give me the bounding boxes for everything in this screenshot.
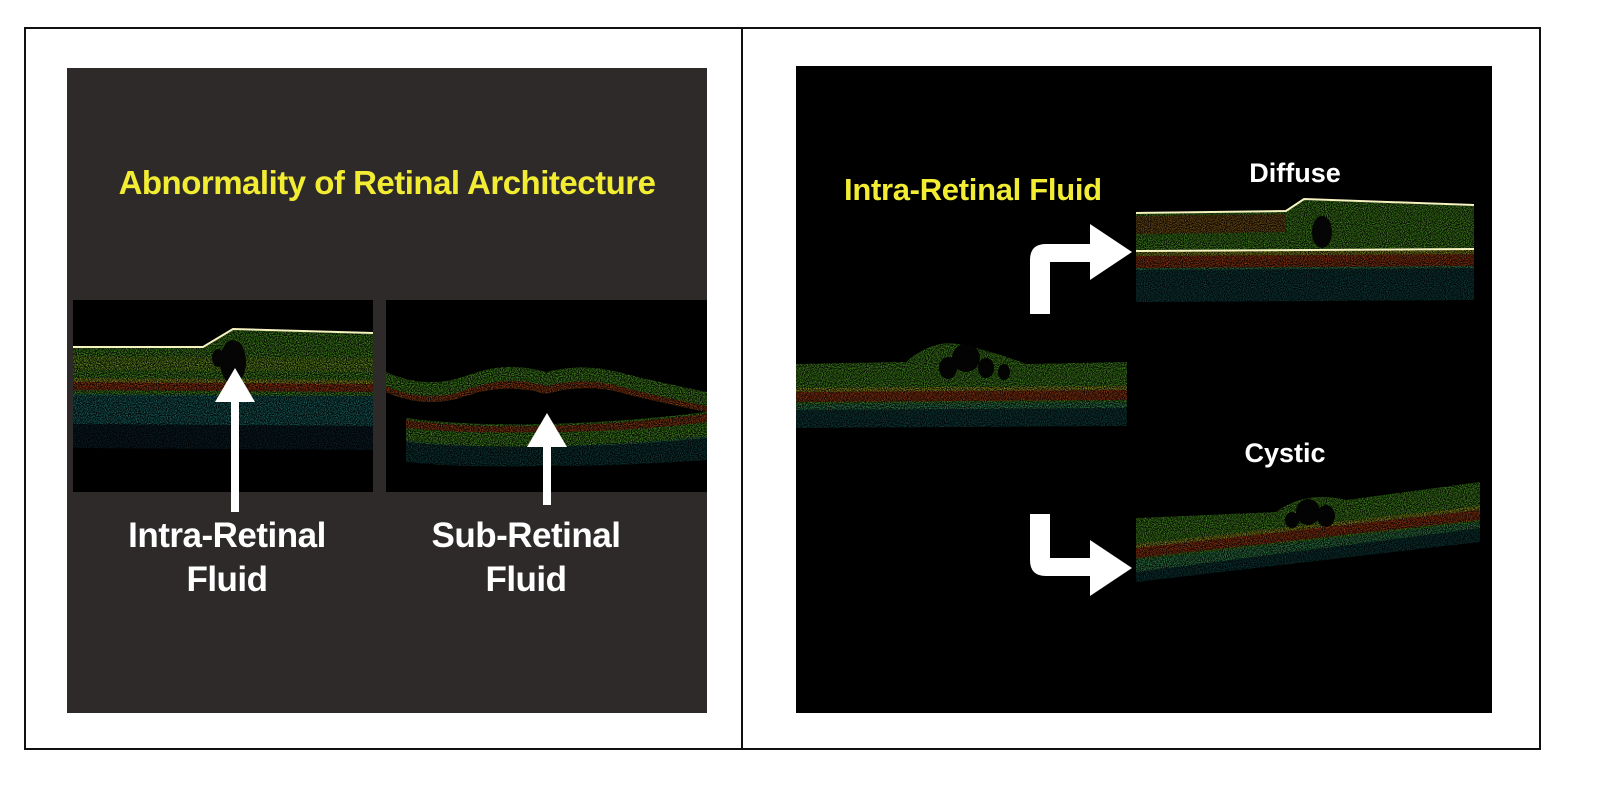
figure-frame bbox=[24, 27, 1541, 750]
label-line: Sub-Retinal bbox=[431, 516, 621, 555]
label-sub-retinal-fluid: Sub-Retinal Fluid bbox=[432, 514, 621, 602]
left-panel-heading: Abnormality of Retinal Architecture bbox=[118, 164, 656, 201]
right-panel-title: Intra-Retinal Fluid bbox=[844, 172, 1102, 207]
up-arrow-icon bbox=[215, 368, 255, 512]
bent-arrow-down-right-icon bbox=[1030, 514, 1132, 596]
left-panel: Abnormality of Retinal Architecture bbox=[67, 68, 707, 713]
subtype-label-diffuse: Diffuse bbox=[1249, 158, 1341, 188]
label-line: Intra-Retinal bbox=[128, 516, 326, 555]
figure-divider bbox=[741, 27, 743, 750]
oct-scan-cystic bbox=[1136, 482, 1480, 582]
label-intra-retinal-fluid: Intra-Retinal Fluid bbox=[128, 514, 326, 602]
oct-scan-intra-retinal bbox=[73, 300, 373, 492]
up-arrow-icon bbox=[527, 413, 567, 505]
oct-scan-diffuse bbox=[1136, 197, 1474, 302]
bent-arrow-right-icon bbox=[1030, 224, 1132, 314]
oct-scan-main bbox=[796, 343, 1127, 428]
label-line: Fluid bbox=[485, 560, 567, 599]
label-line: Fluid bbox=[186, 560, 268, 599]
right-panel: Intra-Retinal Fluid Diffuse Cystic bbox=[796, 66, 1492, 713]
subtype-label-cystic: Cystic bbox=[1244, 438, 1326, 468]
